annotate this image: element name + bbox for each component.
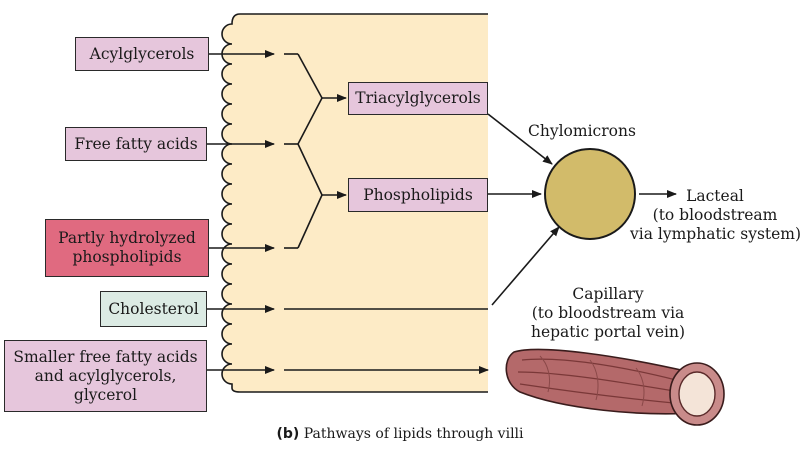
cholesterol-label: Cholesterol — [108, 299, 199, 318]
capillary-line-3: hepatic portal vein) — [530, 323, 686, 341]
lacteal-line-3: via lymphatic system) — [630, 225, 800, 243]
partly-hydrolyzed-line-1: Partly hydrolyzed — [58, 229, 196, 247]
partly-hydrolyzed-line-2: phospholipids — [72, 248, 182, 266]
triacylglycerols-label: Triacylglycerols — [355, 89, 481, 107]
resynthesis-tree — [284, 53, 323, 249]
free-fatty-acids-box: Free fatty acids — [65, 127, 207, 161]
smaller-line-2: and acylglycerols, — [34, 366, 177, 385]
lacteal-line-2: (to bloodstream — [652, 206, 778, 224]
triacylglycerols-box: Triacylglycerols — [348, 82, 488, 115]
caption-text: Pathways of lipids through villi — [299, 426, 524, 442]
capillary-line-2: (to bloodstream via — [531, 304, 685, 322]
phospholipids-label: Phospholipids — [363, 185, 473, 204]
caption-tag: (b) — [276, 426, 300, 442]
chylomicron — [544, 148, 636, 240]
capillary-vessel — [505, 348, 725, 426]
chylomicrons-label: Chylomicrons — [528, 122, 636, 140]
capillary-line-1: Capillary — [572, 285, 644, 303]
smaller-box: Smaller free fatty acids and acylglycero… — [4, 340, 207, 412]
lacteal-line-1: Lacteal — [686, 187, 744, 205]
arrow-chol-to-chylomicron — [491, 226, 560, 306]
phospholipids-box: Phospholipids — [348, 178, 488, 212]
partly-hydrolyzed-box: Partly hydrolyzed phospholipids — [45, 219, 209, 277]
smaller-line-3: glycerol — [73, 385, 138, 404]
figure-caption: (b) Pathways of lipids through villi — [0, 426, 800, 442]
capillary-label: Capillary (to bloodstream via hepatic po… — [520, 285, 696, 342]
free-fatty-acids-label: Free fatty acids — [74, 134, 198, 153]
arrow-tri-to-chylomicron — [487, 113, 553, 165]
lacteal-label: Lacteal (to bloodstream via lymphatic sy… — [630, 187, 800, 244]
acylglycerols-box: Acylglycerols — [75, 37, 209, 71]
cholesterol-box: Cholesterol — [100, 291, 207, 327]
smaller-line-1: Smaller free fatty acids — [13, 347, 198, 366]
acylglycerols-label: Acylglycerols — [89, 44, 195, 63]
